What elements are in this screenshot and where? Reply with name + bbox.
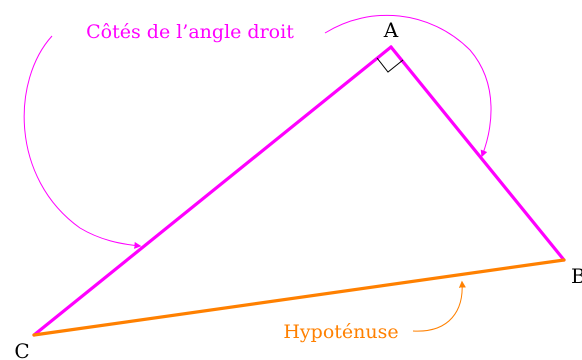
hypotenuse-arrow (412, 280, 466, 332)
legs-arrow-left (23, 35, 142, 249)
hypotenuse-cb (32, 258, 566, 337)
right-angle-mark (376, 57, 404, 73)
legs-annotation: Côtés de l’angle droit (86, 21, 294, 43)
vertex-label-b: B (571, 264, 582, 288)
legs-arrow-right (324, 14, 492, 158)
leg-ab (389, 45, 566, 262)
hypotenuse-annotation: Hypoténuse (283, 321, 398, 343)
vertex-label-a: A (383, 18, 399, 42)
leg-ca (32, 45, 393, 337)
vertex-label-c: C (14, 339, 29, 360)
